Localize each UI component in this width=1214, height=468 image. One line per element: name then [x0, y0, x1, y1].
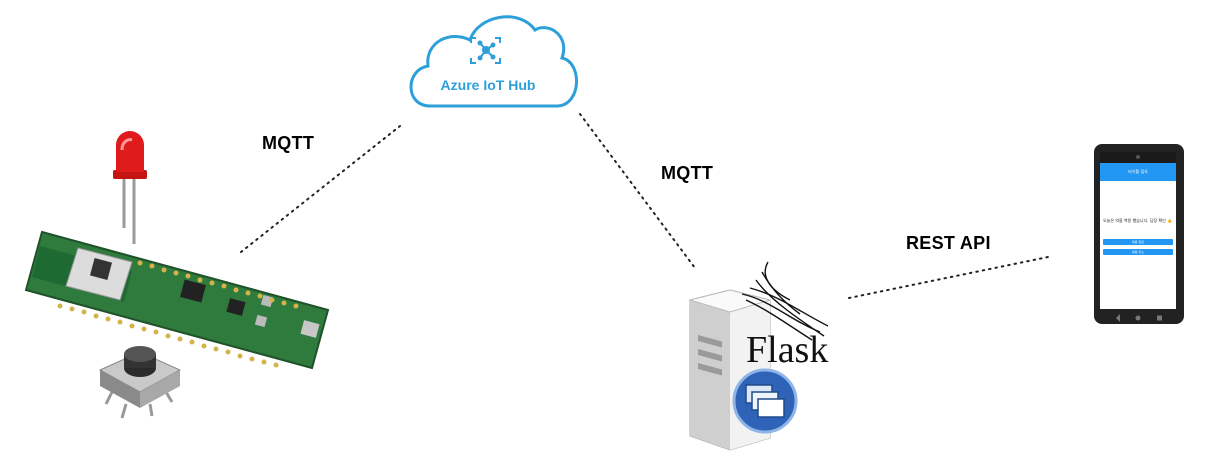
mqtt-label-device-cloud: MQTT [262, 133, 315, 153]
phone-button-cancel[interactable]: 복용 취소 [1103, 249, 1173, 255]
iot-hub-icon [470, 37, 501, 64]
azure-iot-hub-label: Azure IoT Hub [440, 77, 536, 93]
flask-label: Flask [746, 329, 829, 371]
push-button-icon [98, 346, 182, 419]
link-device-cloud [240, 125, 401, 253]
link-cloud-server [579, 113, 696, 269]
microcontroller-board-icon [24, 230, 330, 370]
flask-logo-icon [741, 261, 829, 341]
phone-button-confirm[interactable]: 복용 완료 [1103, 239, 1173, 245]
led-icon [113, 131, 147, 244]
phone-screen: 타이틀 접속 오늘은 약을 복용 했습니다. 답장 확인 👍 복용 완료 복용 … [1100, 163, 1176, 309]
mqtt-label-cloud-server: MQTT [661, 163, 714, 183]
windows-badge-icon [732, 368, 798, 434]
phone-message: 오늘은 약을 복용 했습니다. 답장 확인 👍 [1103, 218, 1173, 223]
azure-cloud-icon [409, 15, 578, 108]
link-server-phone [848, 256, 1049, 299]
phone-appbar: 타이틀 접속 [1100, 163, 1176, 181]
rest-api-label: REST API [906, 233, 991, 253]
